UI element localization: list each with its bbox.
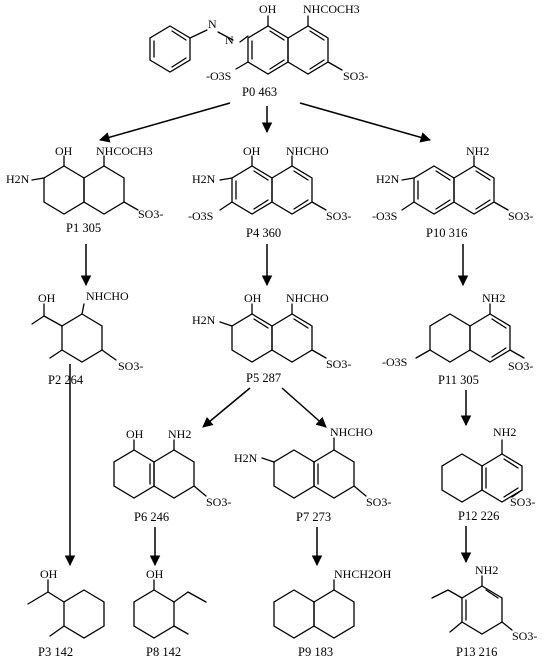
p5-label-h2n: H2N <box>192 313 216 327</box>
p1-caption: P1 305 <box>66 221 101 235</box>
p3-label-oh: OH <box>40 567 58 581</box>
p8-caption: P8 142 <box>146 645 181 659</box>
p1-label-so3: SO3- <box>138 207 163 221</box>
compound-p12: NH2 SO3- P12 226 <box>441 425 535 523</box>
reaction-arrows <box>64 102 472 567</box>
p0-label-n2: N <box>225 33 234 47</box>
p5-label-oh: OH <box>244 291 262 305</box>
p2-label-nhcho: NHCHO <box>86 289 129 303</box>
p8-label-oh: OH <box>146 567 164 581</box>
arrow-p0-p10 <box>299 102 432 143</box>
compound-p2: OH NHCHO SO3- P2 264 <box>31 289 143 387</box>
p11-caption: P11 305 <box>438 373 479 387</box>
p0-label-so3-left: -O3S <box>206 69 231 83</box>
compound-p4: OH NHCHO H2N -O3S SO3- P4 360 <box>188 144 351 240</box>
p5-label-so3: SO3- <box>326 357 351 371</box>
compound-p1: OH NHCOCH3 H2N SO3- P1 305 <box>6 144 163 235</box>
arrow-p0-p1 <box>98 102 231 143</box>
compound-p10: NH2 H2N -O3S SO3- P10 316 <box>372 144 533 240</box>
compound-p7: NHCHO H2N SO3- P7 273 <box>234 425 391 524</box>
p10-label-h2n: H2N <box>376 172 400 186</box>
p13-caption: P13 216 <box>456 645 497 659</box>
p4-label-h2n: H2N <box>192 172 216 186</box>
p7-label-h2n: H2N <box>234 451 258 465</box>
compound-p0: N N OH NHCOCH3 -O3S SO3- P0 463 <box>149 2 368 99</box>
compound-p11: NH2 -O3S SO3- P11 305 <box>382 291 533 387</box>
compound-p8: OH P8 142 <box>133 567 207 659</box>
p10-label-nh2: NH2 <box>466 144 489 158</box>
p9-label-nhch2oh: NHCH2OH <box>334 567 392 581</box>
p6-label-nh2: NH2 <box>168 427 191 441</box>
p6-label-oh: OH <box>126 427 144 441</box>
p1-label-nhcoch3: NHCOCH3 <box>96 144 153 158</box>
p0-label-nhcoch3: NHCOCH3 <box>303 2 360 16</box>
p10-caption: P10 316 <box>426 226 467 240</box>
p4-label-nhcho: NHCHO <box>286 144 329 158</box>
p2-caption: P2 264 <box>48 373 84 387</box>
compound-p13: NH2 SO3- P13 216 <box>431 563 537 659</box>
p0-caption: P0 463 <box>242 85 277 99</box>
p0-label-n1: N <box>208 17 217 31</box>
p4-label-so3-left: -O3S <box>188 209 213 223</box>
p2-label-so3: SO3- <box>118 359 143 373</box>
arrow-p5-p7 <box>281 387 327 428</box>
p7-caption: P7 273 <box>296 510 331 524</box>
p7-label-nhcho: NHCHO <box>330 425 373 439</box>
compound-p6: OH NH2 SO3- P6 246 <box>113 427 231 524</box>
p1-label-h2n: H2N <box>6 172 30 186</box>
p7-label-so3: SO3- <box>366 495 391 509</box>
arrow-p5-p6 <box>202 387 251 428</box>
p3-caption: P3 142 <box>38 645 73 659</box>
p0-label-so3-right: SO3- <box>343 69 368 83</box>
p12-caption: P12 226 <box>458 509 499 523</box>
p0-label-oh: OH <box>259 2 277 16</box>
p4-caption: P4 360 <box>246 226 281 240</box>
p2-label-oh: OH <box>38 291 56 305</box>
p12-label-nh2: NH2 <box>493 425 516 439</box>
p6-caption: P6 246 <box>134 510 169 524</box>
p1-label-oh: OH <box>55 144 73 158</box>
p11-label-so3-right: SO3- <box>508 359 533 373</box>
p11-label-so3-left: -O3S <box>382 355 407 369</box>
p4-label-oh: OH <box>243 144 261 158</box>
p13-label-so3: SO3- <box>512 629 537 643</box>
p5-label-nhcho: NHCHO <box>286 291 329 305</box>
p10-label-so3-left: -O3S <box>372 209 397 223</box>
p4-label-so3-right: SO3- <box>326 209 351 223</box>
p12-label-so3: SO3- <box>510 495 535 509</box>
p9-caption: P9 183 <box>298 645 333 659</box>
compound-p3: OH P3 142 <box>27 567 105 659</box>
p10-label-so3-right: SO3- <box>508 209 533 223</box>
p11-label-nh2: NH2 <box>482 291 505 305</box>
compound-p5: OH NHCHO H2N SO3- P5 287 <box>192 291 351 385</box>
p5-caption: P5 287 <box>246 371 281 385</box>
p13-label-nh2: NH2 <box>475 563 498 577</box>
compound-p9: NHCH2OH P9 183 <box>273 567 392 659</box>
p6-label-so3: SO3- <box>206 495 231 509</box>
